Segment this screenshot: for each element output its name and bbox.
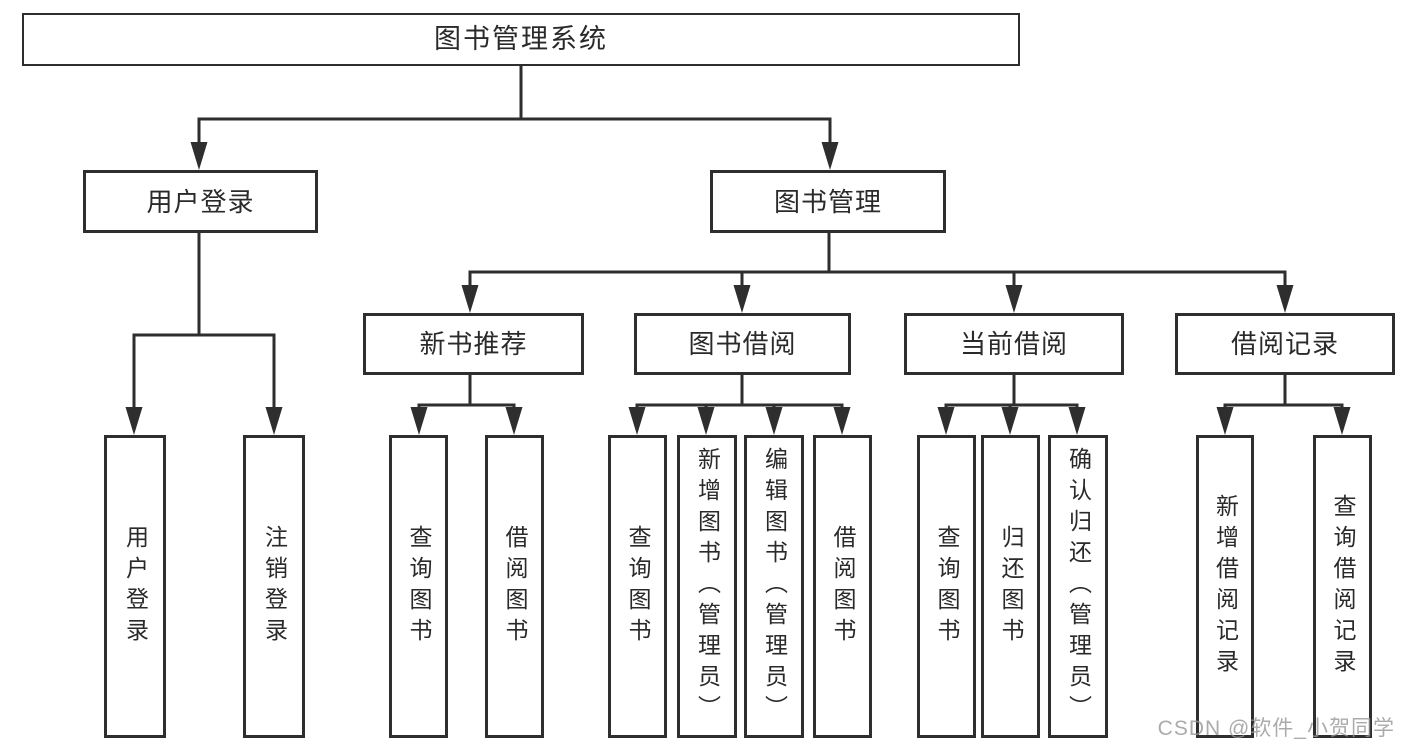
node-label: 图书借阅 [688, 329, 797, 359]
leaf-borrow-books-borrowing: 借阅图书 [813, 435, 872, 738]
node-borrowing-records: 借阅记录 [1175, 313, 1395, 375]
node-new-book-recommendation: 新书推荐 [363, 313, 584, 375]
leaf-query-books-recommend: 查询图书 [389, 435, 448, 738]
node-label: 查询借阅记录 [1330, 493, 1356, 680]
leaf-query-books-current: 查询图书 [917, 435, 976, 738]
node-label: 查询图书 [625, 524, 651, 649]
node-label: 确认归还（管理员） [1065, 447, 1092, 726]
leaf-return-books: 归还图书 [981, 435, 1040, 738]
node-current-borrowing: 当前借阅 [904, 313, 1124, 375]
leaf-edit-books-admin: 编辑图书（管理员） [744, 435, 804, 738]
node-label: 借阅图书 [502, 524, 528, 649]
node-label: 当前借阅 [959, 329, 1068, 359]
leaf-user-login: 用户登录 [104, 435, 166, 738]
leaf-confirm-return-admin: 确认归还（管理员） [1048, 435, 1108, 738]
node-label: 编辑图书（管理员） [761, 447, 788, 726]
node-book-borrowing: 图书借阅 [634, 313, 851, 375]
node-book-management: 图书管理 [710, 170, 946, 233]
node-label: 查询图书 [934, 524, 960, 649]
leaf-query-borrow-record: 查询借阅记录 [1313, 435, 1372, 738]
leaf-logout: 注销登录 [243, 435, 305, 738]
node-label: 注销登录 [261, 524, 288, 649]
node-label: 用户登录 [122, 524, 149, 649]
node-label: 新增借阅记录 [1212, 493, 1239, 680]
node-label: 借阅图书 [830, 524, 856, 649]
node-label: 归还图书 [998, 524, 1024, 649]
node-label: 新增图书（管理员） [694, 447, 721, 726]
leaf-borrow-books-recommend: 借阅图书 [485, 435, 544, 738]
node-label: 新书推荐 [419, 329, 528, 359]
leaf-add-books-admin: 新增图书（管理员） [677, 435, 737, 738]
csdn-watermark: CSDN @软件_小贺同学 [1157, 717, 1395, 740]
leaf-add-borrow-record: 新增借阅记录 [1196, 435, 1254, 738]
node-label: 借阅记录 [1230, 329, 1339, 359]
node-user-login: 用户登录 [83, 170, 318, 233]
node-label: 用户登录 [146, 186, 255, 217]
node-book-management-system: 图书管理系统 [22, 13, 1020, 66]
node-label: 图书管理 [773, 186, 882, 217]
leaf-query-books-borrowing: 查询图书 [608, 435, 667, 738]
node-label: 查询图书 [406, 524, 432, 649]
node-label: 图书管理系统 [434, 24, 608, 54]
